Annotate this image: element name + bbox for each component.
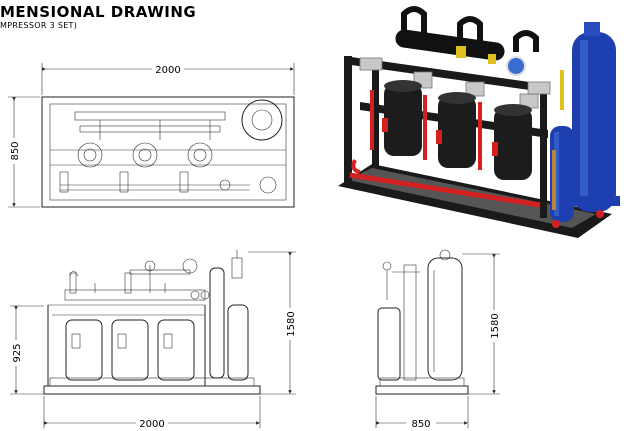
front-receiver [227, 304, 249, 381]
front-compressor-3 [157, 319, 195, 381]
render-compressor-2 [436, 92, 476, 168]
plan-view [41, 96, 295, 208]
render-liquid-pipe [349, 172, 541, 208]
drawing-subtitle: MPRESSOR 3 SET) [0, 21, 78, 30]
dim-side-height: 1580 [490, 313, 501, 338]
dim-plan-depth: 850 [10, 141, 21, 160]
plan-compressor-1 [77, 142, 103, 168]
plan-outline [41, 96, 295, 208]
plan-receiver [241, 99, 283, 141]
drawing-title: MENSIONAL DRAWING [0, 3, 197, 21]
dim-plan-width: 2000 [155, 65, 180, 76]
plan-compressor-3 [187, 142, 213, 168]
dim-front-width: 2000 [139, 419, 164, 430]
render-compressor-3 [492, 104, 532, 180]
dim-front-inner-height: 925 [12, 343, 23, 362]
front-compressor-2 [111, 319, 149, 381]
side-receiver [427, 257, 463, 381]
front-view [43, 250, 261, 395]
render-compressor-1 [382, 80, 422, 156]
plan-compressor-2 [132, 142, 158, 168]
isometric-render [338, 6, 620, 238]
front-compressor-1 [65, 319, 103, 381]
dim-front-height: 1580 [286, 311, 297, 336]
render-suction-header [395, 29, 505, 61]
side-view [375, 249, 469, 395]
dim-side-width: 850 [411, 419, 430, 430]
render-vertical-receiver [568, 22, 620, 212]
